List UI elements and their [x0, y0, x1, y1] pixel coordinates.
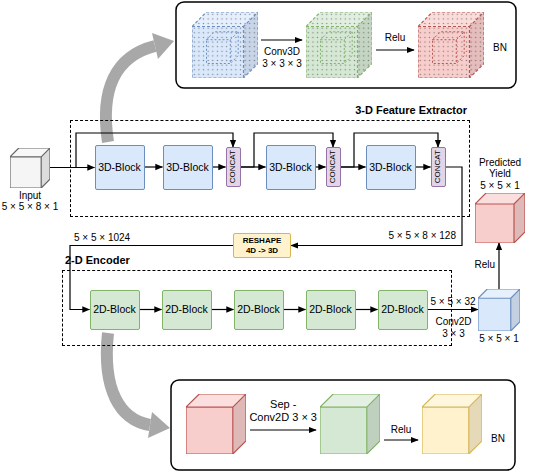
process-block: RESHAPE 4D -> 3D — [233, 233, 291, 258]
tensor-label: Predicted Yield — [473, 157, 527, 180]
flow-arrow — [316, 166, 326, 167]
dimension-label: Conv2D 3 × 3 — [432, 316, 475, 340]
block-label: 2D-Block — [237, 303, 280, 315]
cube-caption: Input5 × 5 × 8 × 1 — [0, 190, 75, 213]
group-title: 3-D Feature Extractor — [355, 104, 467, 117]
tensor-label: 5 × 5 × 8 × 1 — [2, 201, 58, 213]
tensor-label: Input — [19, 190, 41, 202]
zoom-arrow-head — [148, 412, 170, 438]
concat-block: CONCAT — [326, 147, 341, 187]
cube-drawing — [478, 289, 520, 331]
tensor-cube — [320, 394, 380, 454]
process-block: 3D-Block — [266, 145, 316, 190]
tensor-cube: 5 × 5 × 1 — [478, 289, 520, 331]
tensor-cube — [478, 289, 520, 331]
tensor-label: 5 × 5 × 1 — [479, 333, 518, 345]
block-label: 3D-Block — [369, 161, 412, 173]
callout-frame — [176, 2, 516, 88]
tensor-cube: Input5 × 5 × 8 × 1 — [10, 148, 50, 188]
tensor-label: 5 × 5 × 1 — [480, 180, 519, 192]
cube-caption: 5 × 5 × 1 — [454, 333, 544, 345]
process-block: 2D-Block — [90, 290, 140, 330]
flow-arrow — [213, 166, 226, 167]
block-label: 2D-Block — [165, 303, 208, 315]
process-block: 2D-Block — [234, 290, 284, 330]
block-label: CONCAT — [328, 150, 337, 183]
process-block: 2D-Block — [162, 290, 212, 330]
concat-block: CONCAT — [431, 147, 446, 187]
tensor-cube — [186, 394, 246, 454]
tensor-cube — [422, 394, 482, 454]
cube-drawing — [10, 148, 50, 188]
dimension-label: BN — [484, 433, 512, 445]
block-label: 2D-Block — [381, 303, 424, 315]
dimension-label: BN — [486, 42, 514, 54]
dimension-label: Relu — [375, 32, 415, 44]
process-block: 3D-Block — [95, 145, 145, 190]
concat-block: CONCAT — [226, 147, 241, 187]
dimension-label: 5 × 5 × 8 × 128 — [372, 230, 456, 242]
block-label: 2D-Block — [309, 303, 352, 315]
tensor-cube — [475, 193, 525, 243]
dimension-label: Conv3D 3 × 3 × 3 — [261, 46, 303, 70]
flow-arrow — [284, 309, 306, 310]
flow-arrow — [145, 166, 163, 167]
flow-arrow — [212, 309, 234, 310]
block-label: RESHAPE 4D -> 3D — [241, 236, 283, 254]
flow-arrow — [384, 439, 418, 440]
block-label: 3D-Block — [98, 161, 141, 173]
process-block: 3D-Block — [163, 145, 213, 190]
flow-arrow — [250, 429, 316, 430]
tensor-cube: Predicted Yield5 × 5 × 1 — [475, 193, 525, 243]
dimension-label: 5 × 5 × 32 — [426, 296, 480, 308]
block-label: CONCAT — [228, 150, 237, 183]
block-label: CONCAT — [433, 150, 442, 183]
tensor-cube — [10, 148, 50, 188]
block-label: 3D-Block — [166, 161, 209, 173]
process-block: 3D-Block — [366, 145, 416, 190]
dimension-label: Relu — [381, 424, 421, 436]
flow-arrow — [498, 243, 499, 289]
process-block: 2D-Block — [306, 290, 356, 330]
callout-frame — [171, 380, 515, 470]
block-label: 2D-Block — [93, 303, 136, 315]
connector-group — [50, 133, 499, 310]
dimension-label: Sep - Conv2D 3 × 3 — [249, 398, 317, 424]
group-title: 2-D Encoder — [65, 254, 130, 267]
group-frame: 3-D Feature Extractor3D-Block3D-BlockCON… — [70, 120, 470, 217]
zoom-arrow — [107, 333, 150, 425]
tensor-cube — [418, 12, 484, 78]
group-frame: 2-D Encoder2D-Block2D-Block2D-Block2D-Bl… — [62, 270, 452, 346]
flow-arrow — [261, 39, 302, 40]
flow-arrow — [140, 309, 162, 310]
flow-arrow — [416, 166, 431, 167]
edge-label: Relu — [463, 259, 495, 271]
cube-drawing — [475, 193, 525, 243]
cube-caption: Predicted Yield5 × 5 × 1 — [455, 157, 545, 192]
tensor-cube — [306, 12, 372, 78]
process-block: 2D-Block — [378, 290, 428, 330]
flow-arrow — [428, 309, 479, 310]
zoom-arrow-head — [152, 33, 174, 59]
zoom-arrow — [106, 46, 155, 142]
tensor-cube — [192, 12, 258, 78]
flow-arrow — [356, 309, 378, 310]
dimension-label: 5 × 5 × 1024 — [74, 232, 164, 244]
block-label: 3D-Block — [269, 161, 312, 173]
flow-arrow — [376, 49, 414, 50]
